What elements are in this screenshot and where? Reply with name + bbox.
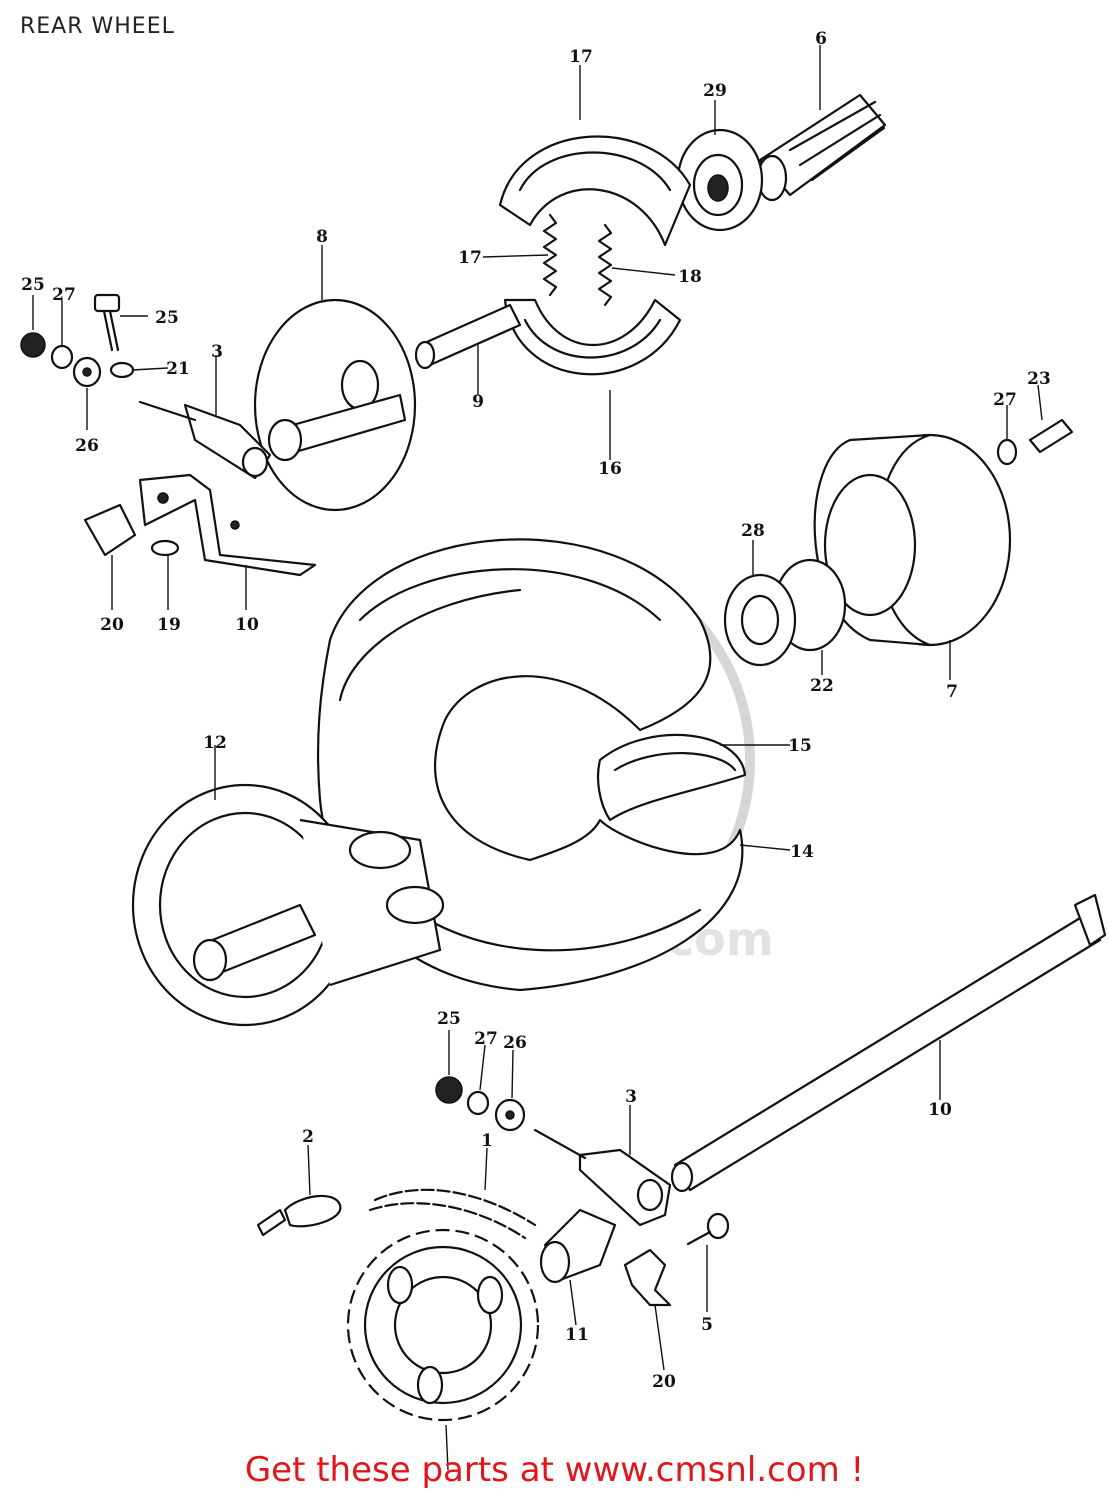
callout-26-lower: 26 [503,1033,527,1053]
part-5-bolt-drawing [686,1212,730,1246]
callout-2: 2 [302,1127,314,1147]
part-29-bearing-drawing [676,128,764,232]
footer-parts-link[interactable]: Get these parts at www.cmsnl.com ! [244,1450,865,1490]
leader-lines [32,45,1043,1471]
callout-19: 20 [100,615,124,635]
callout-25-upper: 25 [21,275,45,295]
callout-27-upper: 27 [52,285,76,305]
part-15-tube-drawing [596,733,747,822]
callout-1: 1 [481,1131,493,1151]
upper-fasteners-drawing [20,293,135,388]
callout-20: 20 [652,1372,676,1392]
callout-15: 15 [788,736,812,756]
callout-23: 23 [1027,369,1051,389]
callout-9: 6 [815,29,827,49]
sprocket-drawing [346,1228,540,1422]
page-title: REAR WHEEL [20,14,175,39]
part-1-chain-drawing [368,1188,537,1240]
callout-8: 12 [203,733,227,753]
callout-27-right: 27 [993,390,1017,410]
part-6-axle-drawing [670,893,1107,1193]
callout-labels: 17 6 29 17 18 8 25 21 3 9 16 23 27 28 22… [21,29,1051,1392]
callout-3-lower: 3 [625,1087,637,1107]
callout-24: 25 [155,308,179,328]
part-16-brake-shoes-drawing [498,135,692,376]
callout-12: 9 [472,392,484,412]
part-3-chain-adjuster-lower-drawing [533,1128,672,1227]
callout-3-upper: 3 [211,342,223,362]
callout-28: 28 [741,521,765,541]
lower-fasteners-drawing [435,1076,526,1132]
part-17-springs-drawing [542,213,613,307]
callout-6: 10 [928,1100,952,1120]
callout-21: 21 [166,359,190,379]
part-9-sleeve-drawing [756,93,887,202]
part-7-collar-drawing [539,1208,617,1284]
callout-26-upper: 26 [75,436,99,456]
callout-5: 5 [701,1315,713,1335]
callout-18: 19 [157,615,181,635]
part-28-bearing-drawing [723,558,847,667]
callout-14: 14 [790,842,814,862]
callout-22: 22 [810,676,834,696]
callout-7: 11 [565,1325,589,1345]
hub-bolt-drawing [996,418,1074,466]
callout-13: 10 [235,615,259,635]
part-8-hub-drawing [131,783,445,1027]
callout-16-bottom: 16 [598,459,622,479]
callout-17-right: 18 [678,267,702,287]
part-20-lock-plate-drawing [623,1248,672,1307]
callout-11: 8 [316,227,328,247]
part-2-master-link-drawing [256,1194,342,1237]
callout-25-lower: 25 [437,1009,461,1029]
callout-17-left: 17 [458,248,482,268]
callout-16-top: 17 [569,47,593,67]
part-12-brake-cam-drawing [414,303,522,370]
part-11-brake-panel-drawing [253,298,417,512]
callout-27-lower: 27 [474,1029,498,1049]
callout-29: 29 [703,81,727,101]
callout-10: 7 [946,682,958,702]
part-13-bracket-drawing [83,473,317,577]
part-3-chain-adjuster-upper-drawing [138,400,272,480]
